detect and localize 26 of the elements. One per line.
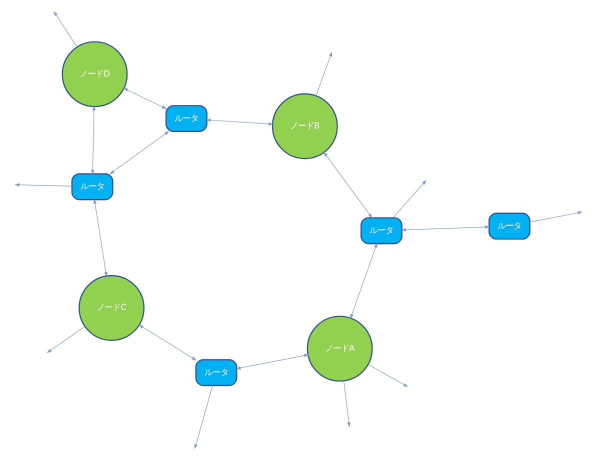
arrow	[368, 364, 408, 386]
node-box: ルータ	[360, 216, 402, 244]
arrow	[54, 10, 78, 47]
arrow	[350, 242, 378, 319]
arrow	[46, 326, 86, 352]
arrow	[401, 224, 490, 232]
arrow	[530, 210, 583, 222]
arrow	[93, 198, 108, 276]
arrow	[91, 105, 96, 174]
arrow	[343, 380, 351, 427]
arrow	[14, 182, 72, 186]
arrow	[109, 130, 170, 174]
node-box: ルータ	[195, 358, 238, 386]
node-box: ルータ	[71, 172, 114, 200]
arrow	[236, 353, 309, 370]
node-box: ルータ	[488, 212, 530, 240]
arrow	[392, 180, 427, 218]
node-circle: ノードB	[272, 92, 338, 159]
arrow	[138, 324, 197, 360]
arrow	[194, 384, 213, 448]
arrow	[206, 118, 274, 126]
arrow	[316, 51, 332, 96]
node-circle: ノードA	[306, 315, 373, 382]
node-box: ルータ	[165, 104, 208, 132]
arrow	[324, 151, 372, 218]
arrow	[123, 87, 167, 108]
